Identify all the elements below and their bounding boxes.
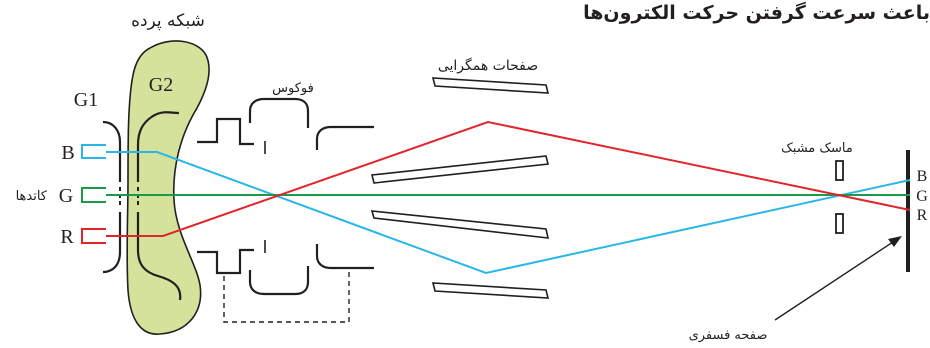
g1-label: G1: [74, 89, 98, 111]
convergence-plate-1: [431, 77, 550, 94]
phosphor-plate-label: صفحه فسفری: [689, 328, 768, 343]
screen-b-label: B: [917, 168, 928, 185]
focus-electrode-bottom-2: [248, 266, 310, 296]
red-electron-beam: [106, 120, 911, 237]
phosphor-arrow-line: [774, 239, 897, 321]
top-caption: باعث سرعت گرفتن حرکت الکترون‌ها: [583, 1, 930, 24]
cathode-b-connector: [81, 144, 106, 159]
focus-electrode-top-2: [248, 97, 310, 128]
cathode-g-label: G: [59, 185, 73, 207]
shadow-mask-slot-bottom: [835, 213, 844, 234]
cathode-g-connector: [81, 187, 106, 203]
grid-screen-label: شبکه پرده: [131, 11, 205, 31]
g1-electrode-bottom: [102, 212, 122, 274]
convergence-plate-4: [431, 282, 550, 299]
shadow-mask-label: ماسک مشبک: [781, 141, 853, 156]
g2-electrode-top: [136, 111, 180, 182]
screen-r-label: R: [917, 207, 928, 224]
convergence-plates-label: صفحات همگرایی: [438, 57, 538, 74]
cathode-r-label: R: [60, 226, 74, 248]
g2-label: G2: [149, 74, 173, 96]
phosphor-arrow-head: [888, 236, 902, 247]
focus-label: فوکوس: [272, 81, 314, 96]
cathode-b-label: B: [61, 142, 74, 164]
focus-electrode-top-1: [197, 117, 254, 146]
cathodes-label: کاتدها: [16, 189, 48, 204]
focus-dashed-connection: [223, 270, 350, 323]
screen-grid-shape: [126, 40, 210, 335]
blue-electron-beam: [106, 151, 911, 275]
g1-electrode-top: [102, 120, 122, 182]
focus-electrode-bottom-3: [315, 244, 374, 270]
g2-electrode-bottom: [136, 212, 182, 301]
shadow-mask-slot-top: [835, 160, 844, 181]
convergence-plate-3: [370, 210, 550, 239]
focus-electrode-top-3: [315, 125, 374, 150]
screen-g-label: G: [916, 188, 928, 205]
cathode-r-connector: [81, 228, 106, 244]
convergence-plate-2: [371, 155, 549, 184]
focus-electrode-bottom-1: [197, 248, 254, 275]
